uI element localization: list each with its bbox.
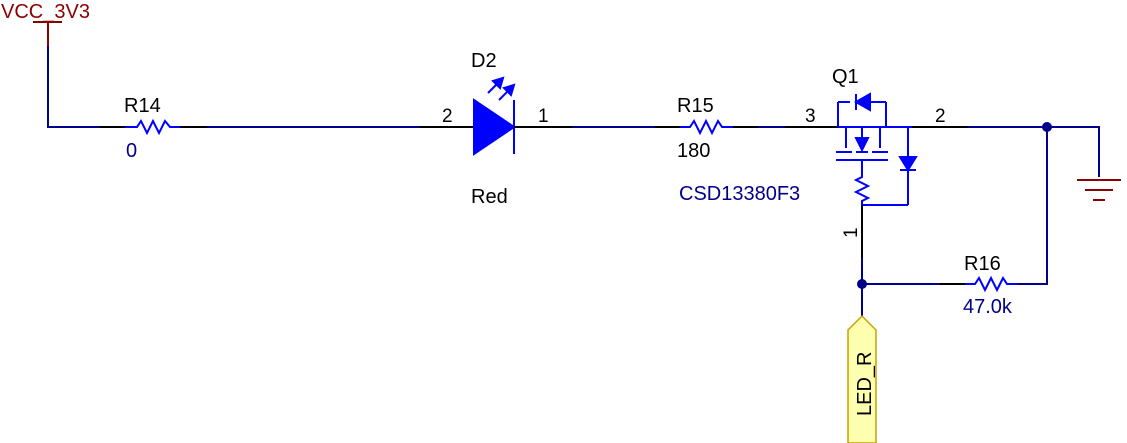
net-port-label: LED_R — [854, 352, 876, 416]
mosfet-q1: Q1 CSD13380F3 3 2 1 — [679, 66, 946, 238]
d2-pin-anode: 2 — [442, 106, 453, 127]
d2-pin-cathode: 1 — [538, 106, 549, 127]
resistor-r15: R15 180 — [677, 95, 733, 162]
resistor-r16: R16 47.0k — [963, 253, 1018, 318]
net-wire-r16-gnd — [1018, 127, 1048, 285]
ground-symbol — [1077, 179, 1121, 201]
r16-value: 47.0k — [963, 296, 1013, 318]
q1-designator: Q1 — [832, 66, 859, 88]
net-wire-vcc — [47, 46, 100, 128]
resistor-r14: R14 0 — [124, 95, 180, 162]
d2-color-label: Red — [471, 186, 508, 208]
q1-pin-drain: 3 — [805, 106, 816, 127]
net-wire-q1-gnd — [968, 126, 1100, 177]
power-label: VCC_3V3 — [1, 1, 90, 23]
r14-designator: R14 — [124, 95, 161, 117]
q1-part-number: CSD13380F3 — [679, 183, 800, 205]
r15-value: 180 — [677, 140, 710, 162]
d2-designator: D2 — [471, 50, 497, 72]
r16-designator: R16 — [964, 253, 1001, 275]
r15-designator: R15 — [677, 95, 714, 117]
led-d2: D2 Red 2 1 — [442, 50, 549, 208]
net-port-led-r: LED_R — [847, 314, 877, 443]
q1-pin-source: 2 — [935, 106, 946, 127]
q1-pin-gate: 1 — [841, 227, 862, 238]
power-symbol-vcc: VCC_3V3 — [1, 1, 90, 46]
r14-value: 0 — [126, 140, 137, 162]
